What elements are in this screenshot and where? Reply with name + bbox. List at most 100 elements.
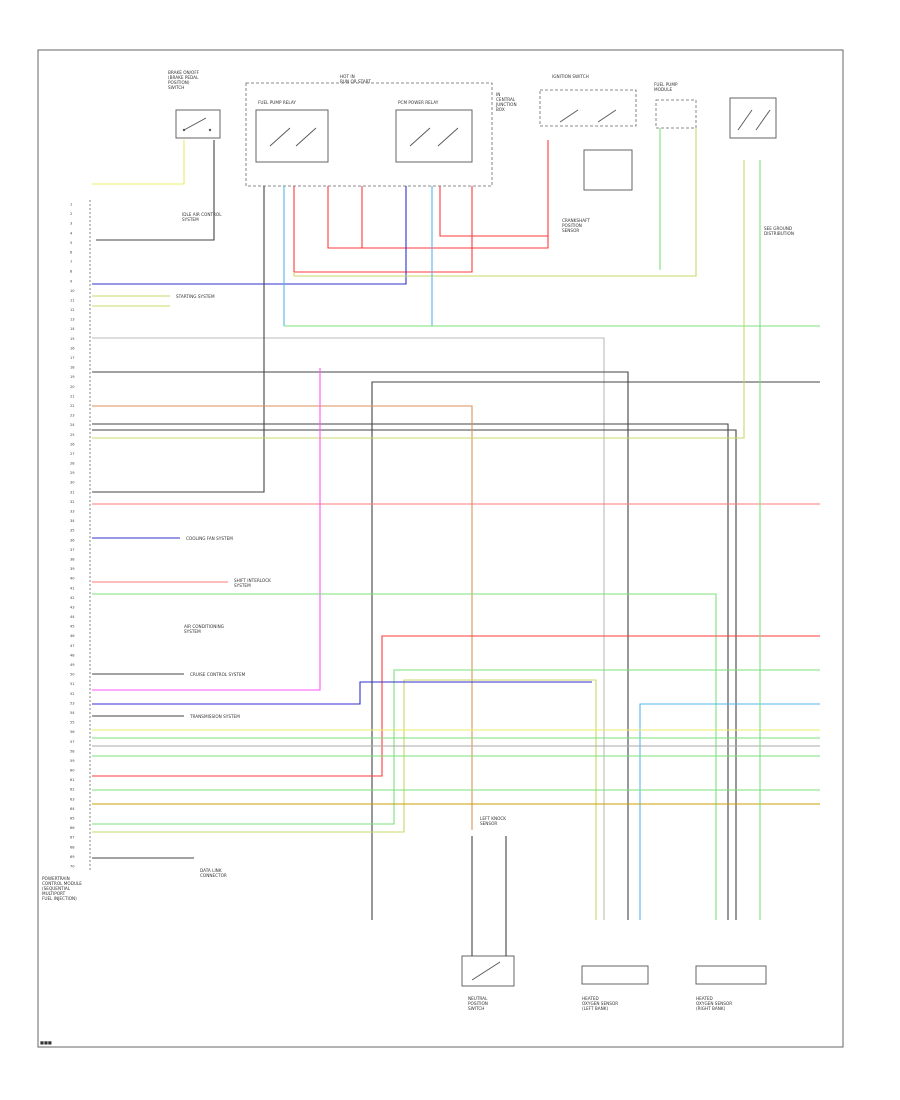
pcm-pin-number: 55 (70, 721, 75, 725)
pcm-pin-number: 49 (70, 663, 75, 667)
pcm-pin-number: 10 (70, 289, 75, 293)
pcm-pin-number: 8 (70, 270, 73, 274)
pcm-pin-number: 53 (70, 701, 75, 705)
pcm-pin-number: 26 (70, 442, 75, 446)
pcm-pin-number: 41 (70, 586, 75, 590)
pcm-pin-number: 69 (70, 855, 75, 859)
pcm-pin-number: 17 (70, 356, 75, 360)
pcm-pin-number: 67 (70, 836, 75, 840)
pcm-pin-number: 43 (70, 605, 75, 609)
pcm-pin-number: 35 (70, 529, 75, 533)
pcm-pin-number: 9 (70, 279, 73, 283)
pcm-pin-number: 23 (70, 414, 75, 418)
pcm-pin-number: 25 (70, 433, 75, 437)
pcm-pin-number: 46 (70, 634, 75, 638)
transmission-ref: TRANSMISSION SYSTEM (189, 714, 240, 719)
pcm-pin-number: 27 (70, 452, 75, 456)
pcm-pin-number: 31 (70, 490, 75, 494)
pcm-pin-number: 52 (70, 692, 75, 696)
pcm-pin-number: 11 (70, 298, 75, 302)
pcm-pin-number: 59 (70, 759, 75, 763)
starting-ref: STARTING SYSTEM (176, 294, 215, 299)
diagram-frame (37, 49, 844, 1048)
pcm-pin-number: 22 (70, 404, 75, 408)
wire-set (92, 128, 820, 920)
pcm-pin-number: 6 (70, 250, 73, 254)
pcm-pin-number: 66 (70, 826, 75, 830)
pcm-pin-number: 38 (70, 557, 75, 561)
pcm-pin-number: 19 (70, 375, 75, 379)
pcm-pin-number: 12 (70, 308, 75, 312)
pcm-pin-number: 56 (70, 730, 75, 734)
main-relay-label: PCM POWER RELAY (398, 100, 439, 105)
pcm-pin-number: 62 (70, 788, 75, 792)
pcm-pin-number: 57 (70, 740, 75, 744)
pcm-pin-number: 58 (70, 749, 75, 753)
pcm-pin-number: 65 (70, 817, 75, 821)
pcm-pin-number: 21 (70, 394, 75, 398)
pcm-pin-number: 45 (70, 625, 75, 629)
ignition-switch-label: IGNITION SWITCH (552, 74, 589, 79)
pcm-pin-number: 7 (70, 260, 72, 264)
pcm-pin-number: 39 (70, 567, 75, 571)
pcm-pin-number: 33 (70, 510, 75, 514)
pcm-pin-number: 64 (70, 807, 75, 811)
pcm-pin-number: 36 (70, 538, 75, 542)
pcm-pin-number: 44 (70, 615, 75, 619)
pcm-pin-number: 18 (70, 366, 75, 370)
pcm-pin-number: 34 (70, 519, 75, 523)
pcm-pin-number: 24 (70, 423, 75, 427)
pcm-pin-number: 32 (70, 500, 75, 504)
pcm-pin-number: 40 (70, 577, 75, 581)
cooling-fan-ref: COOLING FAN SYSTEM (186, 536, 233, 541)
pcm-pin-number: 16 (70, 346, 75, 350)
pcm-pin-number: 2 (70, 212, 72, 216)
pcm-pin-number: 54 (70, 711, 75, 715)
pcm-pin-number: 28 (70, 462, 75, 466)
pcm-pin-number: 37 (70, 548, 75, 552)
pcm-pin-number: 14 (70, 327, 75, 331)
pcm-pin-number: 5 (70, 241, 72, 245)
pcm-pin-number: 30 (70, 481, 75, 485)
pcm-pin-number: 47 (70, 644, 75, 648)
pcm-pin-number: 3 (70, 222, 72, 226)
pcm-pin-number: 63 (70, 797, 75, 801)
pcm-pin-number: 51 (70, 682, 75, 686)
pcm-pin-number: 13 (70, 318, 75, 322)
pcm-pin-number: 70 (70, 865, 75, 869)
pcm-pin-number: 20 (70, 385, 75, 389)
pcm-pin-number: 29 (70, 471, 75, 475)
pcm-pin-number: 42 (70, 596, 75, 600)
cruise-ref: CRUISE CONTROL SYSTEM (190, 672, 246, 677)
fuel-relay-label: FUEL PUMP RELAY (258, 100, 296, 105)
pcm-pin-number: 1 (70, 203, 72, 207)
pcm-pin-number: 48 (70, 653, 75, 657)
pcm-pin-number: 60 (70, 769, 75, 773)
pcm-pin-number: 15 (70, 337, 75, 341)
pcm-pin-list: 1234567891011121314151617181920212223242… (70, 203, 75, 869)
pcm-pin-number: 68 (70, 845, 75, 849)
pcm-pin-number: 50 (70, 673, 75, 677)
pcm-pin-number: 4 (70, 231, 73, 235)
